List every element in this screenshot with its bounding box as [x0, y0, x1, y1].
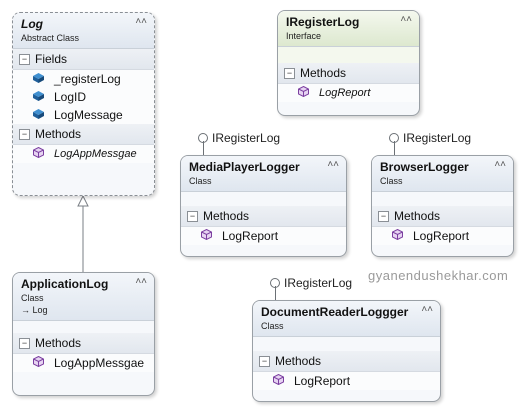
- collapse-icon[interactable]: ˄˄: [400, 14, 412, 25]
- browserlogger-name: BrowserLogger: [380, 160, 469, 174]
- fields-label: Fields: [35, 52, 68, 66]
- interface-lollipop: IRegisterLog: [270, 276, 352, 290]
- methods-section-header[interactable]: − Methods: [13, 333, 154, 354]
- field-item[interactable]: LogID: [13, 88, 154, 106]
- methods-label: Methods: [275, 354, 322, 368]
- collapse-section-icon[interactable]: −: [19, 337, 30, 349]
- mediaplayerlogger-class-box[interactable]: MediaPlayerLogger Class ˄˄ − Methods Log…: [180, 155, 347, 257]
- collapse-section-icon[interactable]: −: [19, 53, 30, 65]
- field-item[interactable]: LogMessage: [13, 106, 154, 124]
- methods-label: Methods: [300, 66, 347, 80]
- mediaplayerlogger-header: MediaPlayerLogger Class ˄˄: [181, 156, 346, 192]
- collapse-section-icon[interactable]: −: [284, 67, 295, 79]
- interface-lollipop: IRegisterLog: [389, 131, 471, 145]
- collapse-icon[interactable]: ˄˄: [421, 304, 433, 315]
- method-icon: [390, 228, 404, 243]
- method-name: LogReport: [413, 229, 470, 243]
- methods-label: Methods: [35, 127, 82, 141]
- field-icon: [31, 72, 45, 86]
- documentreaderloggger-header: DocumentReaderLoggger Class ˄˄: [253, 301, 440, 337]
- collapse-section-icon[interactable]: −: [259, 355, 270, 367]
- lollipop-label: IRegisterLog: [403, 131, 472, 145]
- browserlogger-kind: Class: [380, 176, 403, 186]
- log-class-kind: Abstract Class: [21, 33, 80, 43]
- method-icon: [271, 373, 285, 388]
- interface-spacer: [278, 47, 419, 63]
- method-item[interactable]: LogAppMessgae: [13, 145, 154, 163]
- documentreaderloggger-class-box[interactable]: DocumentReaderLoggger Class ˄˄ − Methods…: [252, 300, 441, 402]
- collapse-icon[interactable]: ˄˄: [135, 276, 147, 287]
- methods-label: Methods: [203, 209, 250, 223]
- interface-lollipop: IRegisterLog: [198, 131, 280, 145]
- field-name: LogID: [54, 90, 87, 104]
- methods-section-header[interactable]: − Methods: [13, 124, 154, 145]
- method-icon: [31, 146, 45, 161]
- collapse-section-icon[interactable]: −: [378, 210, 389, 222]
- collapse-icon[interactable]: ˄˄: [135, 16, 147, 27]
- applicationlog-name: ApplicationLog: [21, 277, 109, 291]
- methods-section-header[interactable]: − Methods: [181, 206, 346, 227]
- applicationlog-header: ApplicationLog Class → Log ˄˄: [13, 273, 154, 321]
- methods-section-header[interactable]: − Methods: [253, 351, 440, 372]
- method-name: LogAppMessgae: [54, 148, 137, 160]
- field-item[interactable]: _registerLog: [13, 70, 154, 88]
- method-name: LogAppMessgae: [54, 356, 145, 370]
- collapse-section-icon[interactable]: −: [187, 210, 198, 222]
- iregisterlog-kind: Interface: [286, 31, 322, 41]
- methods-label: Methods: [394, 209, 441, 223]
- base-class-name: Log: [32, 305, 48, 315]
- method-item[interactable]: LogReport: [278, 84, 419, 102]
- lollipop-stem: [275, 286, 276, 300]
- iregisterlog-name: IRegisterLog: [286, 15, 360, 29]
- methods-section-header[interactable]: − Methods: [278, 63, 419, 84]
- iregisterlog-interface-box[interactable]: IRegisterLog Interface ˄˄ − Methods LogR…: [277, 10, 420, 116]
- collapse-icon[interactable]: ˄˄: [494, 159, 506, 170]
- method-name: LogReport: [319, 87, 371, 99]
- documentreaderloggger-kind: Class: [261, 321, 284, 331]
- method-name: LogReport: [294, 374, 351, 388]
- method-item[interactable]: LogReport: [372, 227, 513, 245]
- watermark-text: gyanendushekhar.com: [368, 268, 509, 283]
- method-icon: [199, 228, 213, 243]
- collapse-icon[interactable]: ˄˄: [327, 159, 339, 170]
- iregisterlog-header: IRegisterLog Interface ˄˄: [278, 11, 419, 47]
- mediaplayerlogger-name: MediaPlayerLogger: [189, 160, 300, 174]
- collapse-section-icon[interactable]: −: [19, 128, 30, 140]
- field-icon: [31, 90, 45, 104]
- browserlogger-header: BrowserLogger Class ˄˄: [372, 156, 513, 192]
- inheritance-arrowhead: [77, 194, 89, 207]
- class-spacer: [253, 337, 440, 351]
- documentreaderloggger-name: DocumentReaderLoggger: [261, 305, 409, 319]
- method-icon: [31, 355, 45, 370]
- log-class-header: Log Abstract Class ˄˄: [13, 13, 154, 49]
- field-name: _registerLog: [54, 72, 121, 86]
- lollipop-label: IRegisterLog: [284, 276, 353, 290]
- class-spacer: [372, 192, 513, 206]
- base-class-label: → Log: [21, 304, 148, 316]
- browserlogger-class-box[interactable]: BrowserLogger Class ˄˄ − Methods LogRepo…: [371, 155, 514, 257]
- lollipop-stem: [394, 141, 395, 155]
- class-spacer: [181, 192, 346, 206]
- lollipop-stem: [203, 141, 204, 155]
- applicationlog-class-box[interactable]: ApplicationLog Class → Log ˄˄ − Methods …: [12, 272, 155, 396]
- method-item[interactable]: LogReport: [253, 372, 440, 390]
- lollipop-label: IRegisterLog: [212, 131, 281, 145]
- method-item[interactable]: LogReport: [181, 227, 346, 245]
- method-icon: [296, 85, 310, 100]
- log-class-box[interactable]: Log Abstract Class ˄˄ − Fields _register…: [12, 12, 155, 196]
- field-icon: [31, 108, 45, 122]
- mediaplayerlogger-kind: Class: [189, 176, 212, 186]
- applicationlog-kind: Class: [21, 293, 44, 303]
- method-item[interactable]: LogAppMessgae: [13, 354, 154, 372]
- fields-section-header[interactable]: − Fields: [13, 49, 154, 70]
- class-spacer: [13, 321, 154, 333]
- methods-label: Methods: [35, 336, 82, 350]
- method-name: LogReport: [222, 229, 279, 243]
- field-name: LogMessage: [54, 108, 123, 122]
- methods-section-header[interactable]: − Methods: [372, 206, 513, 227]
- inherits-arrow-icon: →: [21, 305, 30, 315]
- log-class-name: Log: [21, 17, 43, 31]
